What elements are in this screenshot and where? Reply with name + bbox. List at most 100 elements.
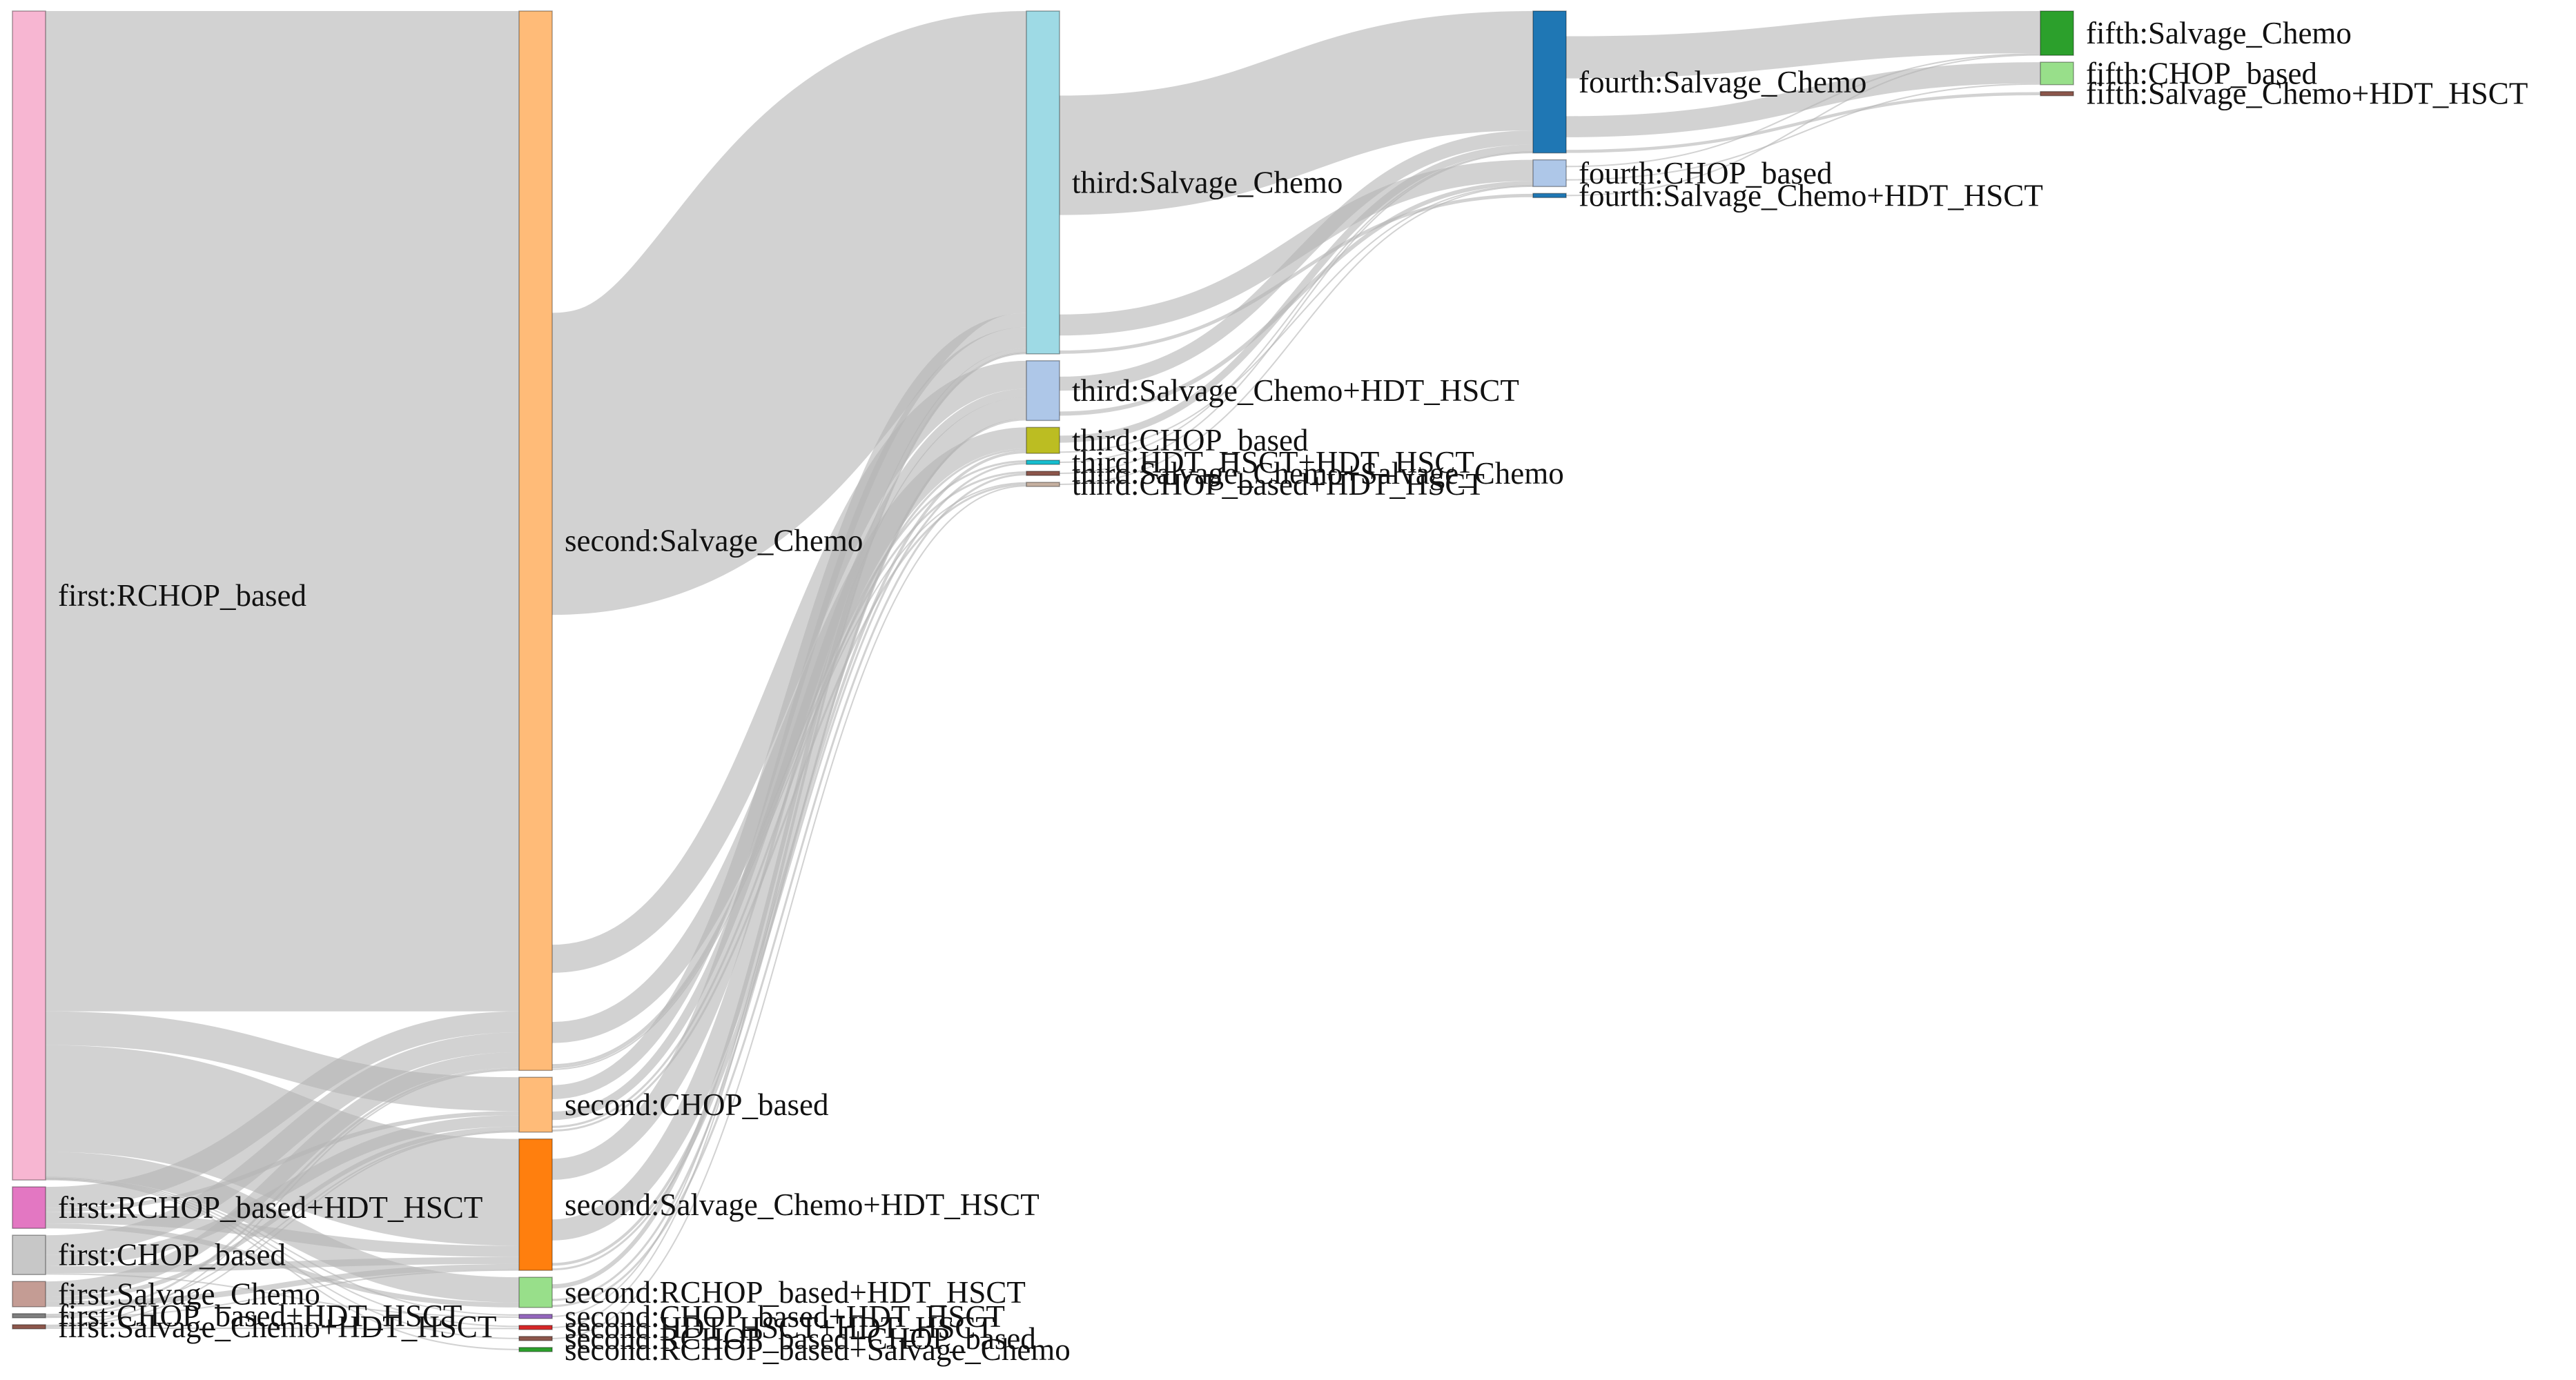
node-second_salvage bbox=[518, 10, 553, 1072]
link-first_salvage-to-second_chop bbox=[45, 1126, 520, 1301]
link-third_salvage-to-fourth_chop bbox=[1059, 159, 1534, 336]
link-first_chop_hdt-to-second_salvage bbox=[45, 1067, 520, 1317]
link-first_rchop-to-second_hdt_hdt bbox=[45, 1177, 520, 1328]
node-label-third_salvage_hdt: third:Salvage_Chemo+HDT_HSCT bbox=[1072, 373, 1519, 408]
node-third_chop_hdt bbox=[1026, 482, 1060, 487]
node-label-fifth_salvage_hdt: fifth:Salvage_Chemo+HDT_HSCT bbox=[2086, 77, 2528, 111]
link-third_chop-to-fourth_chop bbox=[1059, 184, 1534, 453]
link-fourth_salvage-to-fifth_salvage_hdt bbox=[1565, 92, 2041, 153]
node-label-first_rchop_hdt: first:RCHOP_based+HDT_HSCT bbox=[58, 1190, 482, 1225]
node-label-third_hdt_hdt: third:HDT_HSCT+HDT_HSCT bbox=[1072, 445, 1474, 480]
node-label-second_chop: second:CHOP_based bbox=[565, 1087, 828, 1122]
link-first_salvage_hdt-to-second_hdt_hdt bbox=[45, 1327, 520, 1330]
link-third_chop-to-fourth_salvage bbox=[1059, 144, 1534, 443]
link-third_chop_hdt-to-fourth_chop bbox=[1059, 185, 1534, 486]
node-label-first_chop: first:CHOP_based bbox=[58, 1238, 286, 1272]
link-fourth_chop-to-fifth_salvage bbox=[1565, 53, 2041, 168]
node-first_chop_hdt bbox=[12, 1313, 46, 1319]
node-fifth_salvage bbox=[2040, 10, 2074, 56]
link-third_hdt_hdt-to-fourth_salvage bbox=[1059, 151, 1534, 464]
link-second_chop-to-third_salvage bbox=[552, 313, 1027, 1099]
link-third_salvage_hdt-to-fourth_salvage bbox=[1059, 130, 1534, 391]
link-second_salvage-to-third_salvage bbox=[547, 11, 1032, 615]
node-label-fourth_salvage_hdt: fourth:Salvage_Chemo+HDT_HSCT bbox=[1579, 178, 2043, 213]
link-first_chop-to-second_chop_hdt bbox=[45, 1273, 520, 1318]
node-third_salvage bbox=[1026, 10, 1060, 355]
link-second_chop-to-third_chop bbox=[552, 448, 1027, 1128]
node-label-second_rchop_chop: second:RCHOP_based+CHOP_based bbox=[565, 1321, 1036, 1356]
link-second_salvage-to-third_salvage_salvage bbox=[552, 471, 1027, 1069]
link-first_chop-to-second_salvage bbox=[45, 1032, 520, 1255]
link-fourth_salvage-to-fifth_chop bbox=[1565, 62, 2041, 137]
link-first_rchop-to-second_chop bbox=[45, 1011, 520, 1112]
node-label-first_salvage: first:Salvage_Chemo bbox=[58, 1277, 320, 1312]
link-second_salvage-to-third_hdt_hdt bbox=[552, 460, 1027, 1067]
node-second_rchop_chop bbox=[518, 1336, 553, 1341]
link-first_rchop_hdt-to-second_chop bbox=[45, 1111, 520, 1212]
link-second_chop_hdt-to-third_salvage bbox=[552, 352, 1027, 1317]
node-second_chop bbox=[518, 1076, 553, 1133]
link-second_rchop_hdt-to-third_salvage bbox=[552, 348, 1027, 1289]
node-label-third_chop_hdt: third:CHOP_based+HDT_HSCT bbox=[1072, 467, 1485, 502]
link-second_hdt_hdt-to-third_salvage bbox=[552, 353, 1027, 1328]
link-first_chop_hdt-to-second_salvage_hdt bbox=[45, 1269, 520, 1319]
node-first_rchop bbox=[12, 10, 46, 1181]
node-label-second_hdt_hdt: second:HDT_HSCT+HDT_HSCT bbox=[565, 1310, 995, 1345]
link-first_rchop-to-second_rchop_hdt bbox=[45, 1152, 520, 1303]
node-label-first_salvage_hdt: first:Salvage_Chemo+HDT_HSCT bbox=[58, 1310, 496, 1344]
link-second_rchop_chop-to-third_chop_hdt bbox=[552, 485, 1027, 1339]
node-label-second_rchop_hdt: second:RCHOP_based+HDT_HSCT bbox=[565, 1275, 1026, 1310]
node-label-fifth_salvage: fifth:Salvage_Chemo bbox=[2086, 16, 2352, 50]
link-first_rchop-to-second_rchop_salvage bbox=[45, 1179, 520, 1350]
node-first_salvage_hdt bbox=[12, 1324, 46, 1330]
node-third_salvage_salvage bbox=[1026, 471, 1060, 476]
node-fourth_salvage_hdt bbox=[1532, 193, 1567, 199]
node-label-third_chop: third:CHOP_based bbox=[1072, 423, 1309, 457]
node-second_rchop_salvage bbox=[518, 1347, 553, 1352]
link-first_salvage_hdt-to-second_chop bbox=[45, 1131, 520, 1328]
node-label-second_salvage_hdt: second:Salvage_Chemo+HDT_HSCT bbox=[565, 1187, 1040, 1222]
link-second_salvage_hdt-to-third_hdt_hdt bbox=[552, 462, 1027, 1271]
node-second_rchop_hdt bbox=[518, 1276, 553, 1308]
link-first_rchop-to-second_chop_hdt bbox=[45, 1176, 520, 1316]
link-third_salvage_salvage-to-fourth_salvage bbox=[1059, 152, 1534, 475]
node-first_rchop_hdt bbox=[12, 1186, 46, 1229]
node-label-third_salvage: third:Salvage_Chemo bbox=[1072, 165, 1343, 199]
link-first_salvage_hdt-to-second_salvage bbox=[45, 1069, 520, 1326]
node-fourth_chop bbox=[1532, 159, 1567, 188]
link-second_rchop_hdt-to-third_salvage_salvage bbox=[552, 473, 1027, 1308]
link-fourth_chop-to-fifth_chop bbox=[1565, 83, 2041, 181]
node-third_hdt_hdt bbox=[1026, 460, 1060, 465]
node-second_chop_hdt bbox=[518, 1314, 553, 1319]
node-first_chop bbox=[12, 1234, 46, 1275]
node-third_salvage_hdt bbox=[1026, 360, 1060, 422]
link-first_chop_hdt-to-second_chop bbox=[45, 1130, 520, 1318]
link-fourth_salvage_hdt-to-fifth_salvage bbox=[1565, 54, 2041, 197]
node-label-first_rchop: first:RCHOP_based bbox=[58, 578, 306, 613]
nodes-layer bbox=[12, 10, 2074, 1352]
node-label-fourth_salvage: fourth:Salvage_Chemo bbox=[1579, 65, 1866, 99]
link-third_salvage-to-fourth_salvage bbox=[1059, 11, 1534, 215]
labels-layer: first:RCHOP_based first:RCHOP_based+HDT_H… bbox=[58, 16, 2528, 1367]
node-label-second_chop_hdt: second:CHOP_based+HDT_HSCT bbox=[565, 1299, 1005, 1334]
node-label-first_chop_hdt: first:CHOP_based+HDT_HSCT bbox=[58, 1299, 462, 1333]
node-label-fourth_chop: fourth:CHOP_based bbox=[1579, 156, 1832, 190]
node-fourth_salvage bbox=[1532, 10, 1567, 154]
link-second_chop-to-third_salvage_hdt bbox=[552, 388, 1027, 1121]
node-third_chop bbox=[1026, 426, 1060, 454]
link-third_salvage-to-fourth_salvage_hdt bbox=[1059, 193, 1534, 354]
link-second_salvage-to-third_chop_hdt bbox=[552, 482, 1027, 1070]
node-label-fifth_chop: fifth:CHOP_based bbox=[2086, 56, 2317, 90]
links-layer bbox=[45, 10, 2041, 1350]
node-fifth_salvage_hdt bbox=[2040, 90, 2074, 97]
node-first_salvage bbox=[12, 1281, 46, 1308]
node-label-third_salvage_salvage: third:Salvage_Chemo+Salvage_Chemo bbox=[1072, 456, 1564, 491]
node-second_salvage_hdt bbox=[518, 1138, 553, 1271]
node-second_hdt_hdt bbox=[518, 1325, 553, 1330]
link-fourth_salvage-to-fifth_salvage bbox=[1565, 11, 2041, 79]
link-first_rchop_hdt-to-second_salvage_hdt bbox=[45, 1212, 520, 1257]
link-first_rchop-to-second_rchop_chop bbox=[45, 1178, 520, 1339]
node-label-second_rchop_salvage: second:RCHOP_based+Salvage_Chemo bbox=[565, 1332, 1071, 1367]
node-label-second_salvage: second:Salvage_Chemo bbox=[565, 524, 863, 558]
